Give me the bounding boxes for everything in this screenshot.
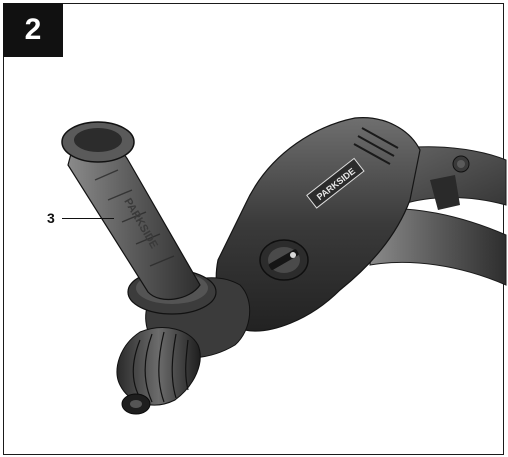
callout-leader-line xyxy=(62,218,114,219)
callout-number-3: 3 xyxy=(47,210,55,226)
figure-number-badge: 2 xyxy=(3,3,63,57)
motor-housing: PARKSIDE xyxy=(215,117,421,332)
figure-number: 2 xyxy=(24,13,42,46)
keyless-chuck xyxy=(116,327,201,415)
page-frame xyxy=(3,3,504,455)
mode-selector-dial xyxy=(259,239,309,281)
auxiliary-handle: PARKSIDE xyxy=(61,121,217,315)
vent-slots xyxy=(353,127,399,165)
